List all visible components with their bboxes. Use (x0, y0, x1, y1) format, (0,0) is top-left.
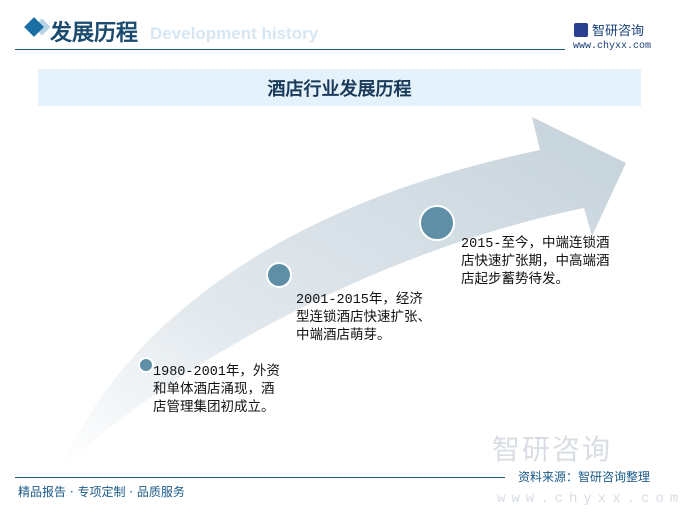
diagram-title: 酒店行业发展历程 (267, 78, 412, 100)
growth-arrow (62, 117, 626, 468)
page-title: 发展历程 (50, 20, 139, 46)
footer-watermark: 智研咨询 (492, 433, 613, 466)
milestone-text-2: 2001-2015年，经济型连锁酒店快速扩张、中端酒店萌芽。 (296, 293, 431, 344)
milestone-node-1 (138, 357, 154, 373)
milestone-text-3: 2015-至今，中端连锁酒店快速扩张期，中高端酒店起步蓄势待发。 (461, 237, 610, 288)
header-divider (15, 49, 565, 50)
header-subtitle-en: Development history (150, 24, 319, 43)
logo-mark-icon (574, 22, 588, 37)
logo-url: www.chyxx.com (573, 41, 652, 52)
footer-watermark-url: www.chyxx.com (497, 491, 685, 507)
brand-logo: 智研咨询 (574, 20, 644, 39)
logo-text: 智研咨询 (592, 24, 645, 39)
diagram-title-banner: 酒店行业发展历程 (38, 69, 641, 106)
milestone-node-3 (419, 205, 455, 241)
footer-divider (15, 477, 505, 478)
footer-slogan: 精品报告 · 专项定制 · 品质服务 (18, 485, 185, 499)
milestone-node-2 (266, 262, 292, 288)
source-note: 资料来源：智研咨询整理 (518, 470, 651, 484)
milestone-text-1: 1980-2001年，外资和单体酒店涌现，酒店管理集团初成立。 (153, 365, 280, 416)
